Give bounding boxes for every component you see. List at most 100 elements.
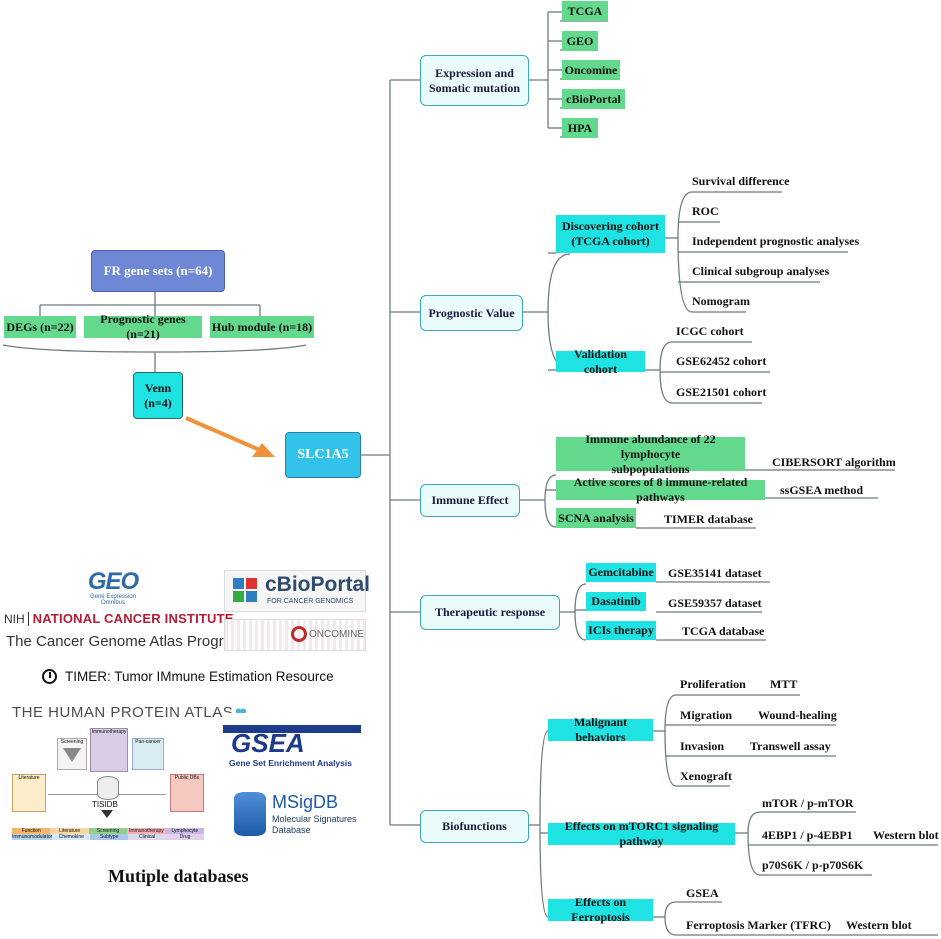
geo-logo-subtitle: Gene Expression Omnibus: [89, 594, 137, 606]
tisidb-screening-panel: Screening: [57, 738, 87, 770]
tisidb-cat-clinical: Clinical: [128, 834, 167, 840]
msigdb-text: MSigDB: [272, 792, 339, 812]
clinical-subgroup-label: Clinical subgroup analyses: [692, 264, 830, 278]
cbioportal-text: cBioPortal: [265, 573, 371, 596]
tisidb-cat-drug: Drug: [166, 834, 204, 840]
hpa-logo: THE HUMAN PROTEIN ATLAS: [12, 704, 248, 721]
oncomine-item: Oncomine: [562, 60, 620, 80]
cbioportal-logo: cBioPortal FOR CANCER GENOMICS: [224, 570, 370, 612]
msigdb-subtitle1: Molecular Signatures: [272, 814, 357, 824]
oncomine-logo: ONCOMINE: [224, 619, 366, 651]
cbioportal-subtitle: FOR CANCER GENOMICS: [267, 598, 354, 605]
tisidb-screening-label: Screening: [60, 739, 84, 745]
cbioportal-icon: [233, 578, 259, 604]
tisidb-immuno-panel: Immunotherapy: [90, 728, 128, 772]
center-gene-box: SLC1A5: [285, 432, 361, 478]
tisidb-literature-panel: Literature: [12, 774, 46, 812]
timer-logo: TIMER: Tumor IMmune Estimation Resource: [42, 669, 334, 684]
immune-abundance-box: Immune abundance of 22 lymphocyte subpop…: [556, 432, 745, 476]
p70s6k-label: p70S6K / p-p70S6K: [762, 858, 864, 872]
tisidb-schematic: Screening Immunotherapy Pan-cancer Liter…: [12, 724, 205, 852]
tisidb-cat-subtype: Subtype: [90, 834, 129, 840]
funnel-icon: [63, 748, 81, 762]
degs-box: DEGs (n=22): [4, 316, 76, 338]
mtt-label: MTT: [770, 677, 798, 691]
tisidb-cat-screening: Screening: [88, 828, 128, 834]
therapeutic-box: Therapeutic response: [420, 595, 560, 630]
fr-gene-sets-box: FR gene sets (n=64): [91, 250, 225, 292]
expression-title-line2: Somatic mutation: [429, 80, 520, 95]
timer-icon: [42, 669, 57, 684]
discovering-cohort-line1: Discovering cohort: [562, 219, 659, 233]
gse21501-cohort-label: GSE21501 cohort: [676, 385, 767, 399]
expression-title-line1: Expression and: [435, 65, 514, 80]
prognostic-box: Prognostic Value: [420, 295, 523, 331]
venn-label: Venn: [144, 380, 172, 395]
nci-logo: NIH NATIONAL CANCER INSTITUTE: [4, 611, 234, 626]
expression-box: Expression and Somatic mutation: [420, 55, 529, 106]
tisidb-literature-label: Literature: [18, 775, 40, 781]
roc-label: ROC: [692, 204, 719, 218]
down-arrow-icon: [101, 810, 113, 818]
ssgsea-label: ssGSEA method: [780, 483, 864, 497]
tcga-program-text: The Cancer Genome Atlas Program: [6, 633, 245, 650]
cibersort-label: CIBERSORT algorithm: [772, 455, 896, 469]
western-blot-ferroptosis-label: Western blot: [846, 918, 912, 932]
ferroptosis-marker-label: Ferroptosis Marker (TFRC): [686, 918, 831, 932]
hpa-item: HPA: [562, 118, 598, 138]
western-blot-mtorc1-label: Western blot: [873, 828, 939, 842]
tisidb-cat-function: Function: [12, 828, 51, 834]
databases-caption: Mutiple databases: [108, 866, 249, 886]
migration-label: Migration: [680, 708, 732, 722]
oncomine-text: ONCOMINE: [309, 629, 364, 640]
invasion-label: Invasion: [680, 739, 725, 753]
mtorc1-box: Effects on mTORC1 signaling pathway: [548, 819, 735, 848]
nci-text: NATIONAL CANCER INSTITUTE: [32, 611, 234, 626]
cbioportal-item: cBioPortal: [562, 89, 625, 109]
tisidb-cat-immunotherapy: Immunotherapy: [127, 828, 166, 834]
active-scores-box: Active scores of 8 immune-related pathwa…: [556, 475, 765, 504]
gsea-label: GSEA: [686, 886, 719, 900]
msigdb-logo: MSigDB Molecular Signatures Database: [234, 790, 374, 840]
tisidb-label: TISIDB: [92, 800, 118, 809]
proliferation-label: Proliferation: [680, 677, 746, 691]
icgc-cohort-label: ICGC cohort: [676, 324, 744, 338]
prognostic-genes-box: Prognostic genes (n=21): [84, 312, 202, 341]
4ebp1-label: 4EBP1 / p-4EBP1: [762, 828, 853, 842]
independent-prognostic-label: Independent prognostic analyses: [692, 234, 860, 248]
tisidb-publicdbs-panel: Public DBs: [170, 774, 204, 812]
tisidb-pancancer-panel: Pan-cancer: [132, 738, 164, 770]
icis-box: ICIs therapy: [586, 621, 656, 640]
tisidb-cat-literature: Literature: [50, 828, 89, 834]
ferroptosis-box: Effects on Ferroptosis: [548, 895, 653, 924]
oncomine-icon: [291, 626, 307, 642]
immune-abundance-line1: Immune abundance of 22 lymphocyte: [585, 431, 716, 461]
venn-count: (n=4): [144, 395, 172, 410]
tisidb-cat-lymphocyte: Lymphocyte: [165, 828, 205, 834]
validation-cohort-box: Validation cohort: [556, 347, 645, 376]
tcga-database-label: TCGA database: [682, 624, 765, 638]
geo-logo-text: GEO: [87, 568, 139, 595]
tisidb-cat-chemokine: Chemokine: [52, 834, 91, 840]
tisidb-immuno-label: Immunotherapy: [91, 729, 127, 735]
tisidb-cat-immunomodulator: Immunomodulator: [12, 834, 53, 840]
gsea-text: GSEA: [231, 728, 305, 758]
gse35141-label: GSE35141 dataset: [668, 566, 762, 580]
scna-box: SCNA analysis: [556, 508, 636, 528]
timer-database-label: TIMER database: [664, 512, 754, 526]
gse59357-label: GSE59357 dataset: [668, 596, 762, 610]
hub-module-box: Hub module (n=18): [210, 316, 314, 338]
nomogram-label: Nomogram: [692, 294, 750, 308]
xenograft-label: Xenograft: [680, 769, 732, 783]
transwell-label: Transwell assay: [750, 739, 831, 753]
tcga-item: TCGA: [562, 1, 608, 21]
discovering-cohort-line2: (TCGA cohort): [571, 234, 650, 248]
gsea-logo: GSEA Gene Set Enrichment Analysis: [223, 713, 361, 769]
biofunctions-box: Biofunctions: [420, 810, 529, 843]
tisidb-category-grid: Function Literature Screening Immunother…: [12, 828, 205, 840]
dasatinib-box: Dasatinib: [586, 592, 646, 611]
gsea-subtitle: Gene Set Enrichment Analysis: [229, 758, 352, 768]
gemcitabine-box: Gemcitabine: [586, 563, 656, 582]
malignant-behaviors-box: Malignant behaviors: [548, 715, 653, 744]
nih-badge: NIH: [4, 611, 29, 626]
